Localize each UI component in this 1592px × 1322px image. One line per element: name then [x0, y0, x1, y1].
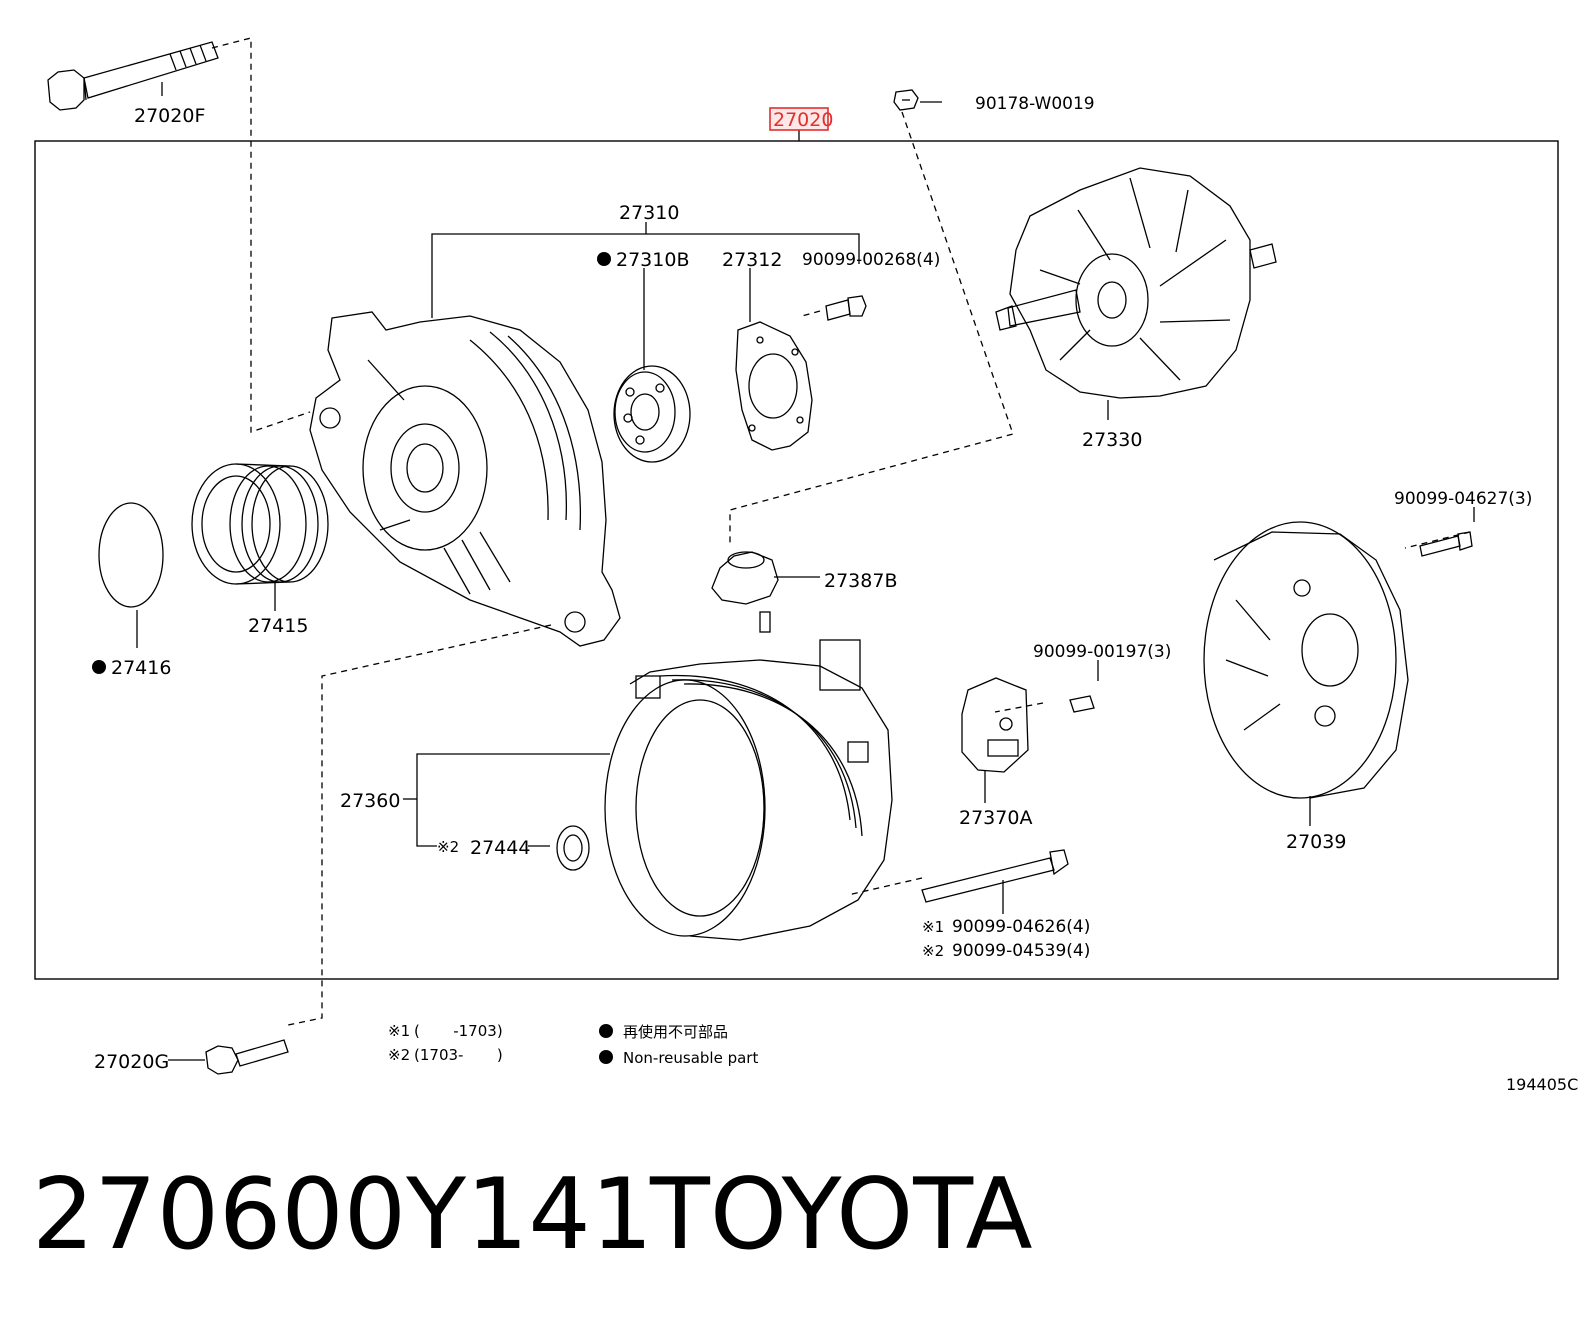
- cap-27416: [98, 502, 164, 608]
- screw-90099-00197: [1069, 695, 1095, 713]
- label-90099-00197[interactable]: 90099-00197(3): [1033, 642, 1171, 662]
- dashed-connectors: [211, 37, 1471, 1026]
- label-27312[interactable]: 27312: [722, 249, 782, 271]
- washer-27444: [556, 825, 590, 871]
- label-90099-00268[interactable]: 90099-00268(4): [802, 250, 940, 270]
- label-27020F[interactable]: 27020F: [134, 105, 205, 127]
- footer-part-number: 270600Y141: [32, 1158, 653, 1272]
- diagram-code: 194405C: [1506, 1075, 1578, 1094]
- label-27310[interactable]: 27310: [619, 202, 679, 224]
- label-27387B[interactable]: 27387B: [824, 570, 897, 592]
- notes: ※1 ( -1703) ※2 (1703- ): [388, 1022, 503, 1064]
- part-labels: 27020F 27020 90178-W0019 27310 27310B 27…: [92, 94, 1532, 1073]
- bolt-27020F: [47, 41, 219, 111]
- stator-27360: [604, 639, 893, 941]
- label-27020-highlight: [769, 107, 829, 131]
- legend-en: Non-reusable part: [623, 1049, 758, 1067]
- legend-dot-en: [599, 1050, 613, 1064]
- rear-cover-27039: [1203, 521, 1409, 799]
- label-27360[interactable]: 27360: [340, 790, 400, 812]
- label-27020[interactable]: 27020: [773, 109, 833, 131]
- mark-2-90099-04539: ※2: [922, 942, 944, 960]
- assembly-frame: [34, 140, 1559, 980]
- mark-2-27444: ※2: [437, 838, 459, 856]
- screw-90099-00268: [825, 295, 867, 321]
- label-27370A[interactable]: 27370A: [959, 807, 1032, 829]
- label-90099-04627[interactable]: 90099-04627(3): [1394, 489, 1532, 509]
- non-reusable-dot-27310B: [597, 252, 611, 266]
- note-1-text: ( -1703): [414, 1022, 503, 1040]
- legend-dot-jp: [599, 1024, 613, 1038]
- label-27415[interactable]: 27415: [248, 615, 308, 637]
- note-2-mark: ※2: [388, 1046, 410, 1064]
- label-27039[interactable]: 27039: [1286, 831, 1346, 853]
- mark-1-90099-04626: ※1: [922, 918, 944, 936]
- label-90099-04626[interactable]: 90099-04626(4): [952, 917, 1090, 937]
- legend: 再使用不可部品 Non-reusable part: [599, 1023, 758, 1067]
- non-reusable-dot-27416: [92, 660, 106, 674]
- label-90099-04539[interactable]: 90099-04539(4): [952, 941, 1090, 961]
- footer-brand: TOYOTA: [649, 1158, 1033, 1272]
- holder-27387B: [711, 551, 779, 633]
- label-27444[interactable]: 27444: [470, 837, 530, 859]
- label-27416[interactable]: 27416: [111, 657, 171, 679]
- regulator-27370A: [961, 677, 1029, 773]
- pulley-27415: [191, 463, 329, 585]
- leader-lines: [136, 82, 1475, 1061]
- bolt-27020G: [205, 1039, 289, 1075]
- legend-jp: 再使用不可部品: [623, 1023, 728, 1041]
- label-27020G[interactable]: 27020G: [94, 1051, 169, 1073]
- rotor-27330: [995, 167, 1277, 399]
- bearing-27310B: [613, 365, 691, 463]
- drive-end-frame-27310: [309, 311, 621, 647]
- label-90178-W0019[interactable]: 90178-W0019: [975, 94, 1095, 114]
- retainer-plate-27312: [735, 321, 813, 451]
- screw-90099-04627: [1419, 531, 1473, 557]
- label-27330[interactable]: 27330: [1082, 429, 1142, 451]
- through-bolt-90099-04626: [921, 849, 1069, 903]
- note-1-mark: ※1: [388, 1022, 410, 1040]
- label-27310B[interactable]: 27310B: [616, 249, 689, 271]
- bolt-90178-W0019: [893, 89, 919, 111]
- note-2-text: (1703- ): [414, 1046, 503, 1064]
